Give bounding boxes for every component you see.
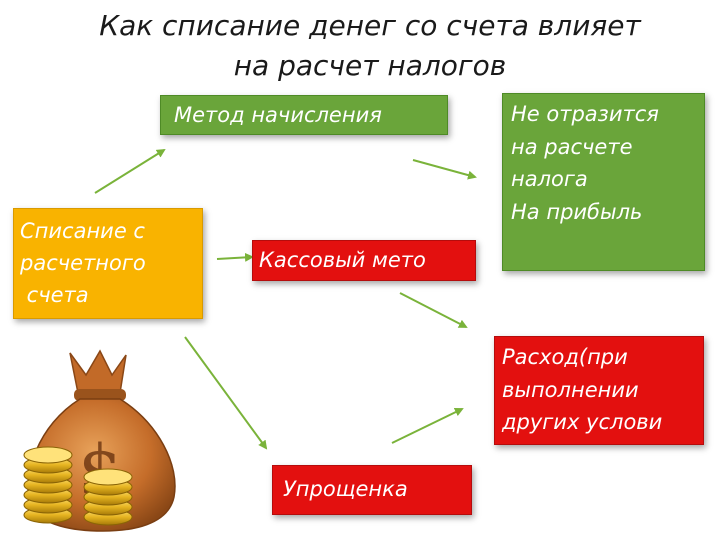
write-off-line-3: счета	[20, 283, 89, 307]
title-line-2: на расчет налогов	[233, 49, 507, 82]
arrow-accrual-to-noeffect	[412, 159, 477, 180]
arrow-simplified-to-expense	[391, 408, 464, 444]
expense-line-1: Расход(при	[502, 345, 628, 369]
title-line-1: Как списание денег со счета влияет	[99, 9, 641, 42]
coin-stack-right	[83, 468, 133, 526]
arrow-writeoff-to-accrual	[94, 148, 166, 194]
cash-method-box: Кассовый мето	[252, 240, 476, 281]
no-effect-line-2: на расчете	[511, 134, 633, 159]
page-title: Как списание денег со счета влияет на ра…	[40, 6, 700, 86]
accrual-method-box: Метод начисления	[160, 95, 448, 135]
arrow-cash-to-expense	[399, 292, 468, 328]
arrow-writeoff-to-simplified	[184, 336, 268, 450]
expense-line-2: выполнении	[502, 377, 639, 402]
write-off-line-2: расчетного	[20, 251, 146, 275]
money-bag-icon: $	[23, 349, 176, 532]
no-effect-line-4: На прибыль	[511, 199, 643, 224]
no-effect-box: Не отразится на расчете налога На прибыл…	[502, 93, 705, 271]
coin-stack-left	[23, 446, 73, 524]
expense-line-3: других услови	[502, 410, 663, 434]
expense-box: Расход(при выполнении других услови	[494, 336, 704, 445]
no-effect-line-1: Не отразится	[511, 102, 659, 126]
cash-method-label: Кассовый мето	[259, 248, 426, 272]
write-off-line-1: Списание с	[20, 219, 145, 243]
arrow-writeoff-to-cash	[216, 252, 254, 262]
no-effect-line-3: налога	[511, 167, 588, 191]
accrual-method-label: Метод начисления	[174, 103, 382, 127]
simplified-label: Упрощенка	[283, 477, 408, 501]
write-off-box: Списание с расчетного счета	[13, 208, 203, 319]
simplified-box: Упрощенка	[272, 465, 472, 515]
